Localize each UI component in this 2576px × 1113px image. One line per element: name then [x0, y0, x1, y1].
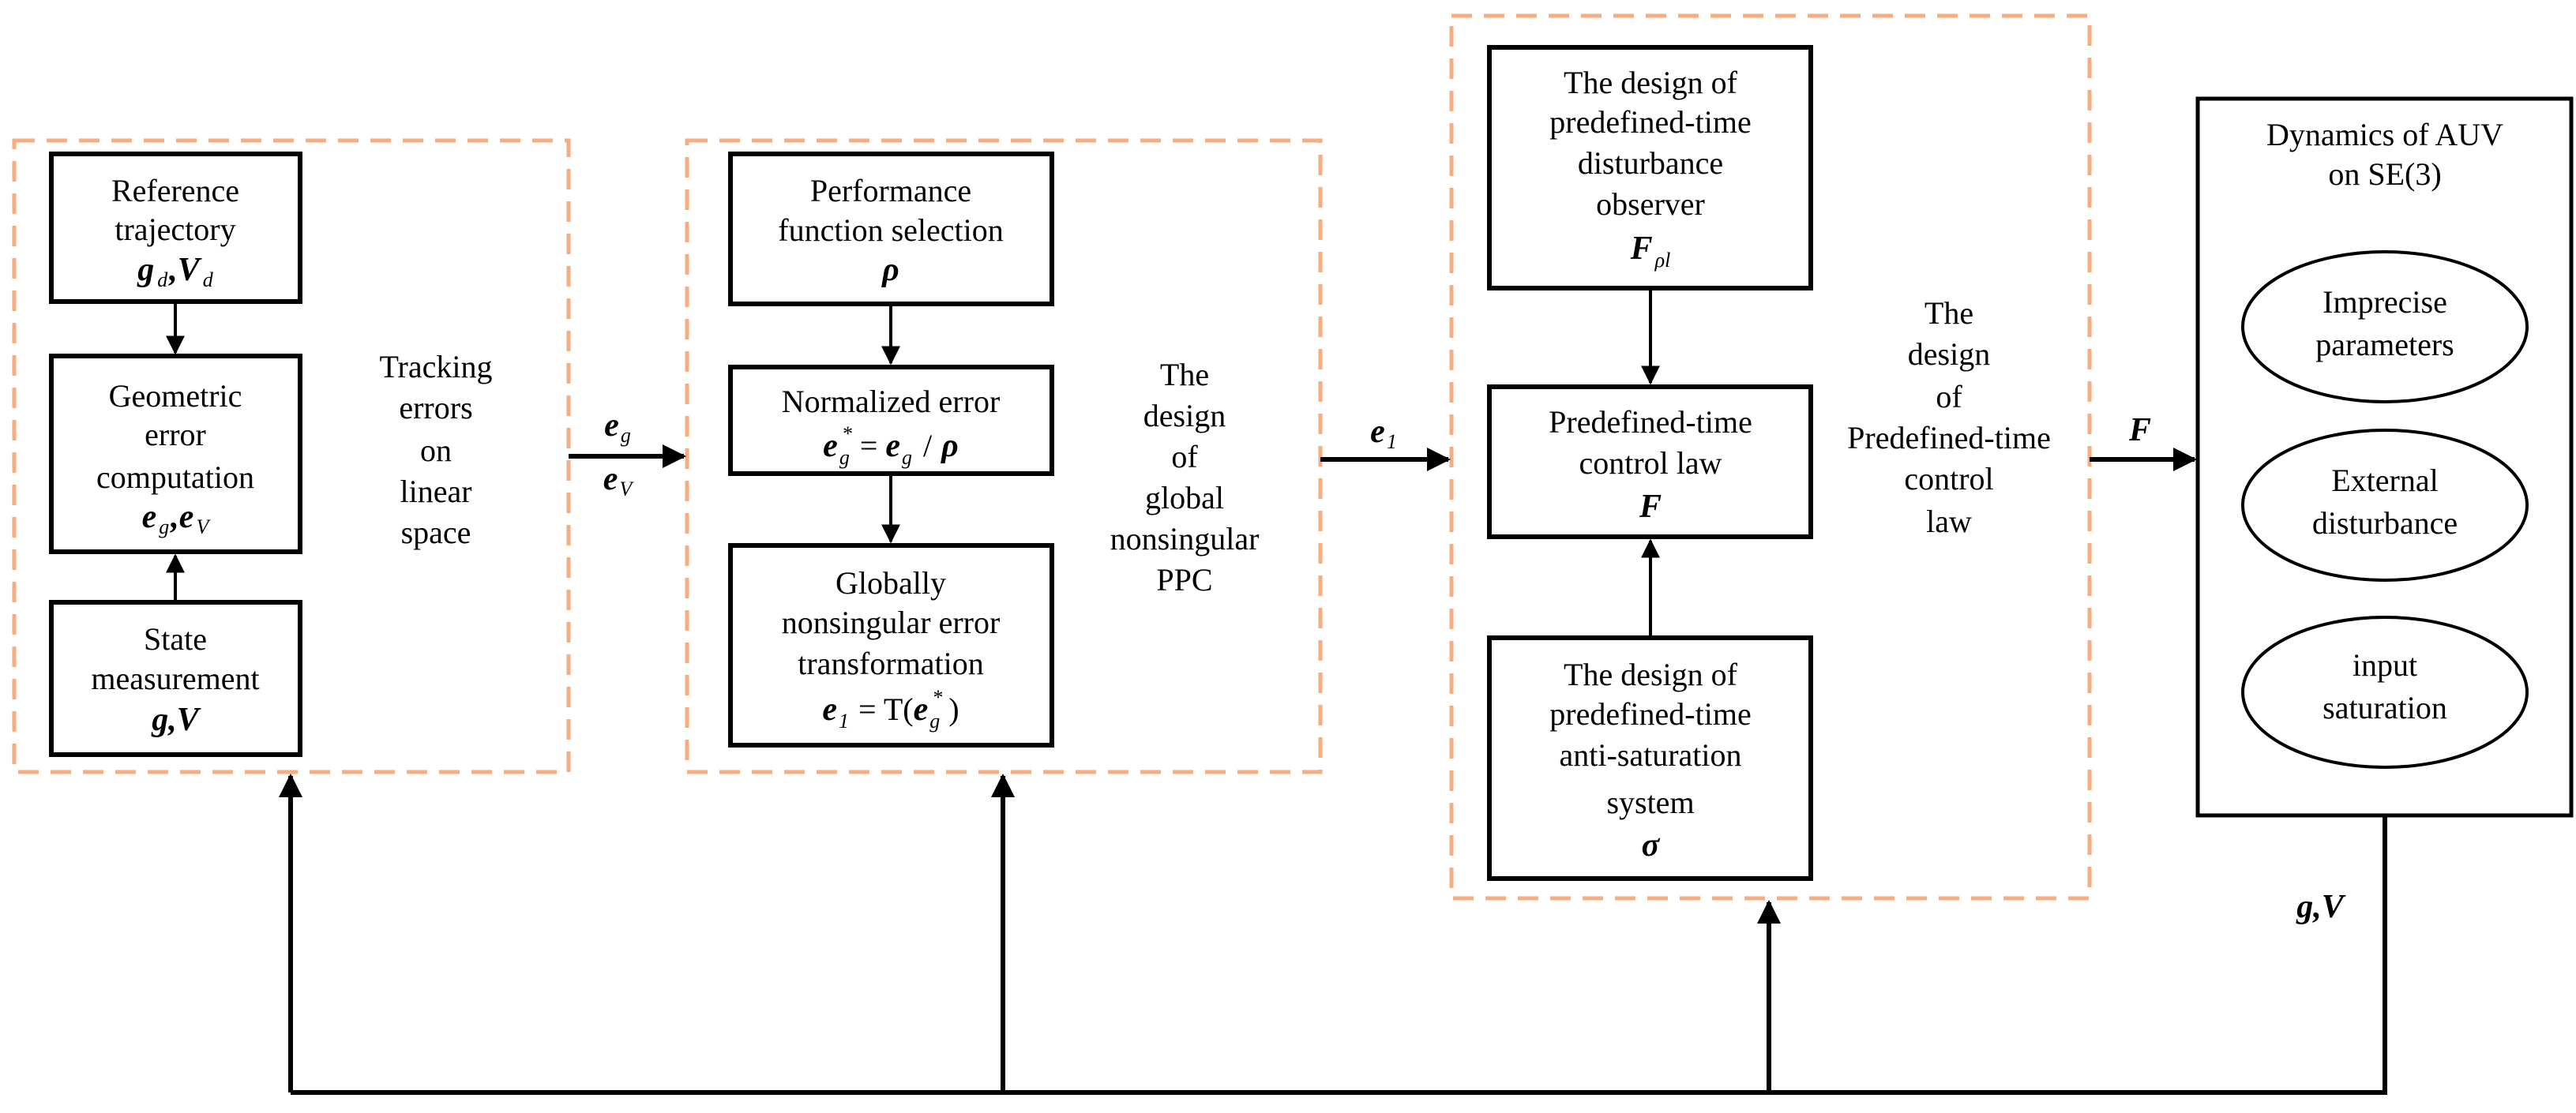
geometric-error-box [49, 354, 302, 554]
state-math: g,V [151, 702, 201, 738]
svg-text:linear: linear [400, 474, 471, 509]
anti-line1: The design of [1564, 657, 1738, 692]
caption-control-law-design: The design of Predefined-time control la… [1847, 295, 2051, 539]
anti-line3: anti-saturation [1559, 737, 1741, 773]
anti-line2: predefined-time [1549, 696, 1751, 732]
anti-math: σ [1642, 827, 1661, 864]
geo-line2: error [145, 417, 206, 452]
state-line1: State [144, 621, 207, 657]
svg-text:control: control [1904, 461, 1993, 497]
signal-ev: eV [603, 461, 635, 500]
frame-ppc-design [685, 138, 1323, 774]
ell3-line1: input [2353, 647, 2417, 683]
svg-text:law: law [1926, 504, 1972, 539]
obs-line3: disturbance [1578, 145, 1723, 181]
ctrl-line2: control law [1579, 445, 1722, 481]
geo-line3: computation [96, 459, 254, 495]
auv-title-line1: Dynamics of AUV [2266, 117, 2503, 152]
anti-saturation-box [1487, 635, 1813, 881]
perf-line2: function selection [778, 212, 1003, 248]
ellipse-imprecise-parameters [2241, 250, 2529, 403]
svg-text:space: space [401, 515, 471, 550]
glob-line1: Globally [836, 565, 946, 601]
glob-line3: transformation [798, 646, 984, 681]
svg-text:of: of [1936, 379, 1962, 414]
norm-math: eg*=eg/ρ [823, 422, 959, 469]
state-line2: measurement [91, 661, 259, 696]
anti-line4: system [1606, 785, 1694, 820]
svg-text:of: of [1171, 439, 1198, 474]
control-law-box [1487, 384, 1813, 539]
svg-text:The: The [1160, 357, 1209, 392]
globally-nonsingular-box [728, 543, 1054, 748]
frame-tracking-errors [12, 138, 571, 774]
ellipse-external-disturbance [2241, 429, 2529, 582]
disturbance-observer-box [1487, 45, 1813, 290]
perf-line1: Performance [810, 173, 971, 208]
ellipse-input-saturation [2241, 616, 2529, 769]
ref-line2: trajectory [115, 212, 235, 247]
ell2-line1: External [2331, 463, 2439, 498]
svg-text:Tracking: Tracking [380, 349, 493, 384]
signal-F: F [2128, 412, 2151, 448]
svg-text:global: global [1145, 480, 1224, 515]
svg-text:design: design [1143, 398, 1226, 433]
caption-tracking-errors: Tracking errors on linear space [380, 349, 493, 550]
glob-math: e1= T(eg*) [822, 686, 959, 733]
glob-line2: nonsingular error [782, 605, 1001, 640]
ell1-line1: Imprecise [2323, 284, 2447, 320]
svg-text:on: on [420, 433, 452, 468]
svg-text:Predefined-time: Predefined-time [1847, 420, 2051, 455]
ell1-line2: parameters [2315, 327, 2454, 362]
ell3-line2: saturation [2323, 690, 2447, 725]
ref-line1: Reference [111, 173, 239, 208]
signal-eg: eg [604, 407, 631, 447]
svg-text:nonsingular: nonsingular [1110, 521, 1260, 556]
svg-text:The: The [1924, 295, 1973, 331]
perf-math: ρ [881, 252, 899, 288]
performance-function-box [728, 152, 1054, 306]
norm-line1: Normalized error [782, 384, 1001, 419]
svg-text:design: design [1908, 336, 1990, 372]
obs-line4: observer [1596, 186, 1705, 222]
caption-ppc-design: The design of global nonsingular PPC [1110, 357, 1260, 598]
obs-line1: The design of [1564, 65, 1738, 100]
reference-trajectory-box [49, 152, 302, 304]
signal-gv: g,V [2296, 889, 2346, 925]
geo-line1: Geometric [109, 378, 242, 414]
ctrl-line1: Predefined-time [1549, 404, 1752, 440]
signal-e1: e1 [1370, 414, 1397, 453]
ell2-line2: disturbance [2312, 505, 2458, 541]
normalized-error-box [728, 365, 1054, 476]
ctrl-math: F [1639, 489, 1662, 525]
svg-text:errors: errors [399, 390, 472, 425]
svg-text:PPC: PPC [1156, 562, 1212, 598]
obs-line2: predefined-time [1549, 104, 1751, 140]
feedback-line [291, 815, 2387, 1095]
auv-title-line2: on SE(3) [2328, 156, 2441, 192]
